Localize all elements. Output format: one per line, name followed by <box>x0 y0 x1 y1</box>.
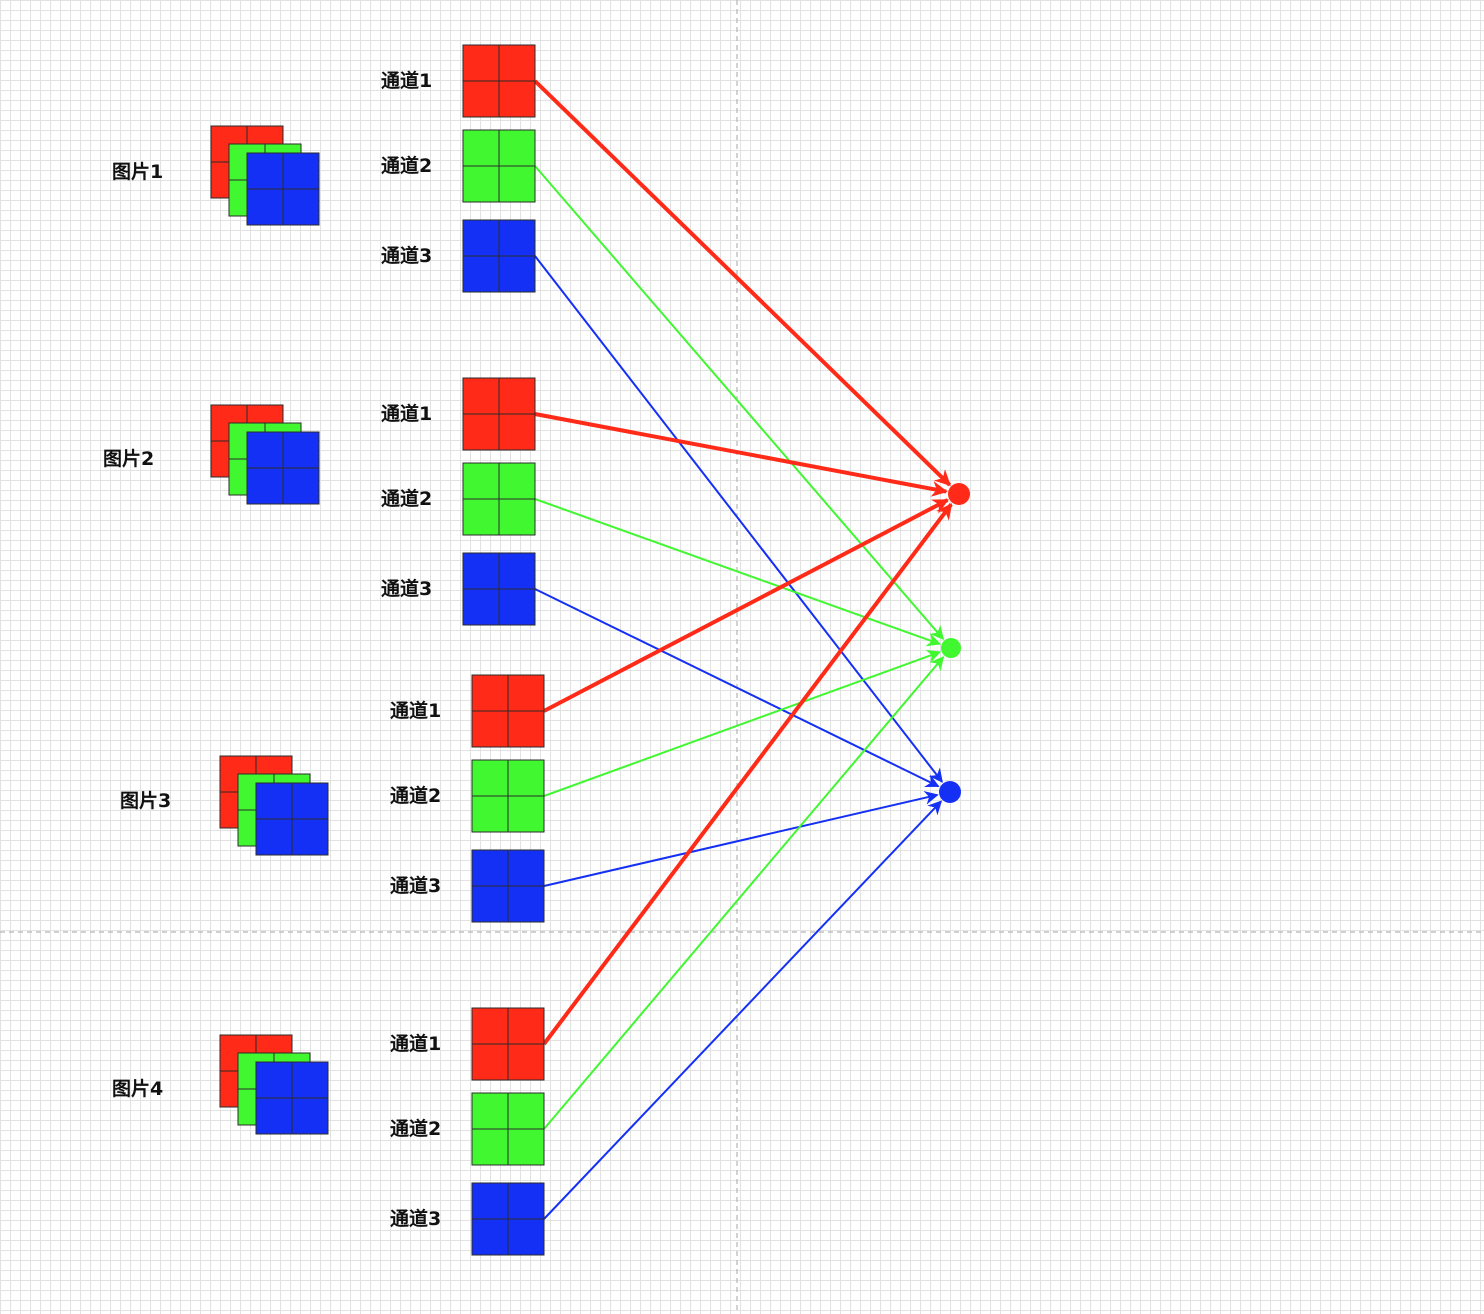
image-groups: 图片1 通道1 通道2 通道3 图片2 通道1 通道2 通道3 图片3 通道1 通道2 通道3 图片4 通… <box>103 44 545 1256</box>
channel-label: 通道2 <box>390 784 441 807</box>
channel-label: 通道3 <box>390 1207 441 1230</box>
image-group-4: 图片4 通道1 通道2 通道3 <box>112 1007 545 1256</box>
edge-image1-channel1 <box>533 79 952 487</box>
channel-square-blue <box>471 849 545 923</box>
connection-edges <box>533 79 953 1220</box>
rgb-stack-icon <box>219 755 329 856</box>
channel-square-red <box>462 44 536 118</box>
edge-image3-channel2 <box>543 649 942 797</box>
edge-image3-channel1 <box>543 498 949 713</box>
channel-label: 通道1 <box>390 699 441 722</box>
stack-blue-layer <box>255 1061 329 1135</box>
edge-image1-channel2 <box>534 165 945 640</box>
rgb-stack-icon <box>210 125 320 226</box>
image-group-1: 图片1 通道1 通道2 通道3 <box>112 44 536 293</box>
output-node-green <box>941 638 961 658</box>
channel-square-blue <box>462 552 536 626</box>
channel-label: 通道1 <box>381 69 432 92</box>
stack-blue-layer <box>255 782 329 856</box>
channel-label: 通道3 <box>381 577 432 600</box>
rgb-stack-icon <box>219 1034 329 1135</box>
image-label: 图片1 <box>112 160 163 183</box>
edge-image4-channel3 <box>543 800 943 1220</box>
edge-image2-channel1 <box>534 412 948 497</box>
channel-square-red <box>471 1007 545 1081</box>
channel-label: 通道3 <box>381 244 432 267</box>
stack-blue-layer <box>246 431 320 505</box>
image-group-3: 图片3 通道1 通道2 通道3 <box>120 674 545 923</box>
rgb-stack-icon <box>210 404 320 505</box>
channel-label: 通道2 <box>381 154 432 177</box>
image-group-2: 图片2 通道1 通道2 通道3 <box>103 377 536 626</box>
edge-image3-channel3 <box>543 790 939 887</box>
stack-blue-layer <box>246 152 320 226</box>
edge-image1-channel3 <box>534 255 943 783</box>
channel-label: 通道3 <box>390 874 441 897</box>
output-node-blue <box>939 781 961 803</box>
channel-square-red <box>471 674 545 748</box>
output-node-red <box>948 483 970 505</box>
channel-square-red <box>462 377 536 451</box>
channel-square-green <box>471 759 545 833</box>
channel-square-green <box>462 129 536 203</box>
image-label: 图片3 <box>120 789 171 812</box>
channel-label: 通道1 <box>381 402 432 425</box>
edge-image2-channel2 <box>534 498 942 647</box>
channel-label: 通道2 <box>390 1117 441 1140</box>
image-label: 图片4 <box>112 1077 163 1100</box>
output-nodes <box>939 483 970 803</box>
channel-square-blue <box>462 219 536 293</box>
channel-label: 通道1 <box>390 1032 441 1055</box>
channel-square-green <box>462 462 536 536</box>
edge-image4-channel1 <box>542 503 953 1046</box>
channel-label: 通道2 <box>381 487 432 510</box>
channel-square-blue <box>471 1182 545 1256</box>
edge-image4-channel2 <box>543 656 945 1130</box>
image-label: 图片2 <box>103 447 154 470</box>
edge-image2-channel3 <box>534 588 940 788</box>
channel-square-green <box>471 1092 545 1166</box>
